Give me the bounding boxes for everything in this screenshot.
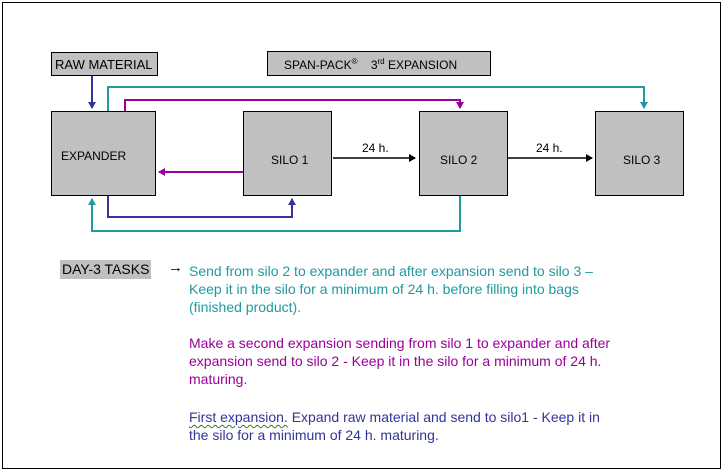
task3-line2: the silo for a minimum of 24 h. maturing… [189, 427, 439, 443]
task-paragraph-3: First expansion. Expand raw material and… [189, 408, 689, 444]
task1-line3: (finished product). [189, 299, 302, 315]
silo2-label: SILO 2 [440, 153, 478, 167]
raw-material-box: RAW MATERIAL [51, 52, 158, 76]
task1-line1: Send from silo 2 to expander and after e… [189, 263, 593, 279]
flow-label-silo1-silo2: 24 h. [362, 141, 389, 155]
silo2-box: SILO 2 [419, 111, 508, 196]
flow-label-silo2-silo3: 24 h. [536, 141, 563, 155]
registered-mark: ® [351, 57, 358, 66]
silo3-label: SILO 3 [623, 153, 661, 167]
right-arrow-icon: → [168, 259, 183, 276]
task3-line1: First expansion. Expand raw material and… [189, 408, 689, 426]
expansion-word: EXPANSION [387, 58, 458, 72]
task1-line2: Keep it in the silo for a minimum of 24 … [189, 281, 579, 297]
span-pack-title: SPAN-PACK® 3rd EXPANSION [284, 57, 457, 72]
expander-label: EXPANDER [61, 149, 127, 163]
silo3-box: SILO 3 [595, 111, 684, 196]
task3-line1-rest: Expand raw material and send to silo1 - … [287, 409, 600, 425]
day3-tasks-heading: DAY-3 TASKS [60, 260, 152, 279]
task2-line2: expansion send to silo 2 - Keep it in th… [189, 353, 602, 369]
task2-line1: Make a second expansion sending from sil… [189, 335, 611, 351]
span-pack-name: SPAN-PACK [284, 58, 352, 72]
arrow-silo2-to-expander-teal [88, 196, 461, 232]
expansion-ordinal: rd [377, 57, 385, 66]
arrow-expander-to-silo1-navy [107, 196, 296, 218]
silo1-box: SILO 1 [243, 111, 332, 196]
arrow-expander-to-silo3-teal [107, 86, 648, 111]
expander-box: EXPANDER [51, 111, 156, 196]
diagram-frame [2, 2, 721, 469]
task2-line3: maturing. [189, 371, 248, 387]
arrow-expander-to-silo2-purple [124, 99, 464, 111]
task-paragraph-2: Make a second expansion sending from sil… [189, 334, 689, 388]
silo1-label: SILO 1 [271, 153, 309, 167]
span-pack-box: SPAN-PACK® 3rd EXPANSION [267, 51, 491, 76]
expansion-number: 3 [370, 58, 378, 72]
task-paragraph-1: Send from silo 2 to expander and after e… [189, 262, 689, 316]
raw-material-label: RAW MATERIAL [55, 57, 153, 72]
first-expansion-text: First expansion. [189, 409, 288, 425]
